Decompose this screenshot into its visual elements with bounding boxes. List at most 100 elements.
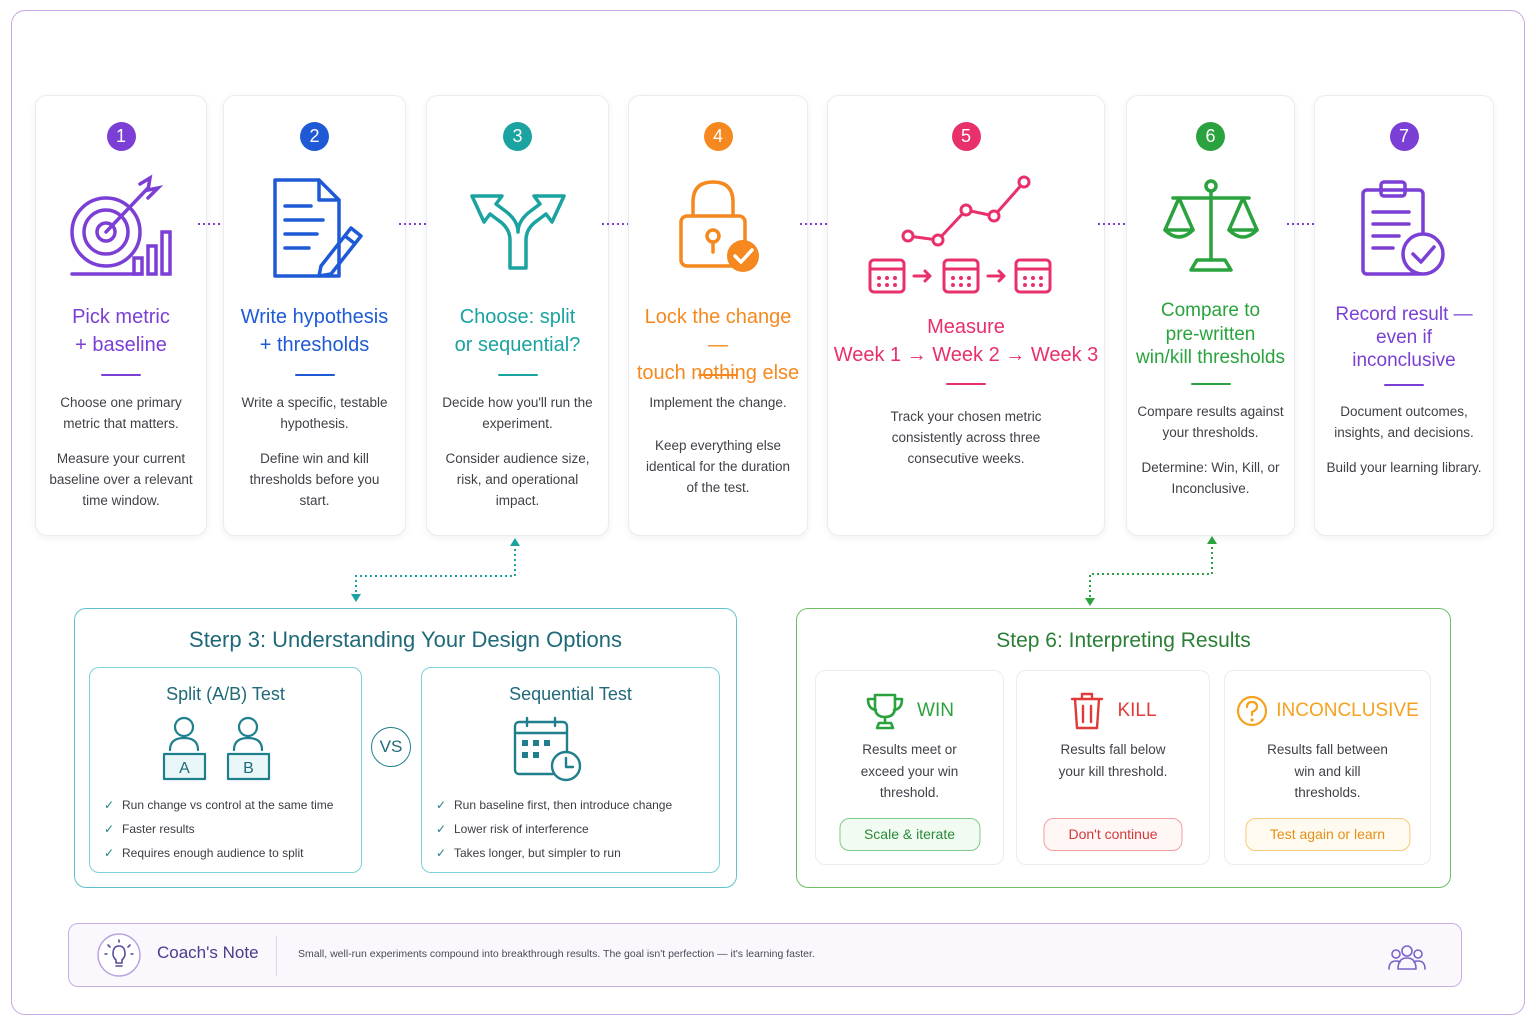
step-title-line: pre-written [1165, 323, 1256, 345]
divider [946, 383, 986, 385]
step-badge: 2 [300, 122, 329, 151]
split-test-box: Split (A/B) Test A B ✓Run change vs cont… [89, 667, 362, 873]
step3-connector [351, 538, 520, 602]
step-description: Consider audience size, risk, and operat… [445, 451, 590, 508]
step-title-line: + thresholds [259, 334, 370, 356]
sequential-test-title: Sequential Test [509, 684, 632, 704]
result-description: Results fall below your kill threshold. [1058, 742, 1168, 779]
result-win-card: WIN Results meet or exceed your win thre… [815, 670, 1004, 865]
split-check-item: ✓Faster results [104, 817, 351, 841]
check-icon: ✓ [104, 846, 115, 860]
padlock-check-icon [679, 180, 759, 272]
step-card-6: 6 Compare to pre-written win/kill thresh… [1126, 95, 1295, 536]
divider [276, 936, 277, 976]
outer-frame [11, 10, 1525, 1015]
step-description: Implement the change. [649, 395, 787, 410]
clipboard-check-icon [1361, 180, 1445, 276]
step-card-7: 7 Record result — even if inconclusive D… [1314, 95, 1494, 536]
check-icon: ✓ [436, 822, 447, 836]
step-title-line: Compare to [1160, 300, 1261, 321]
result-label: INCONCLUSIVE [1276, 700, 1419, 721]
split-check-item: ✓Requires enough audience to split [104, 841, 351, 865]
sequential-check-item: ✓Lower risk of interference [436, 817, 709, 841]
step-description: Measure your current baseline over a rel… [49, 451, 193, 508]
step-card-3: 3 Choose: split or sequential? Decide ho… [426, 95, 609, 536]
step-description: Decide how you'll run the experiment. [442, 395, 593, 431]
step-title-line: + baseline [75, 334, 167, 356]
sequential-check-item: ✓Run baseline first, then introduce chan… [436, 793, 709, 817]
divider [497, 374, 538, 376]
step3-design-panel: Sterp 3: Understanding Your Design Optio… [74, 608, 737, 888]
split-check-item: ✓Run change vs control at the same time [104, 793, 351, 817]
check-icon: ✓ [104, 822, 115, 836]
step-card-5: 5 Measure Week 1 → Week [827, 95, 1105, 536]
variant-b-label: B [243, 760, 254, 777]
step-description: Write a specific, testable hypothesis. [241, 395, 388, 431]
step-description: Compare results against your thresholds. [1137, 404, 1284, 440]
step-title-line: win/kill thresholds [1136, 347, 1285, 368]
result-label: WIN [917, 700, 954, 721]
team-icon [1388, 945, 1426, 970]
coach-note: Coach's Note Small, well-run experiments… [68, 923, 1462, 987]
step-description: Build your learning library. [1326, 460, 1482, 475]
question-icon [1237, 695, 1268, 727]
step-description: Choose one primary metric that matters. [60, 395, 182, 431]
calendar-clock-icon [513, 716, 582, 782]
result-description: Results meet or exceed your win threshol… [860, 742, 959, 800]
check-icon: ✓ [436, 846, 447, 860]
step-title-line: Choose: split [459, 306, 576, 328]
divider [698, 374, 738, 376]
panel-title: Sterp 3: Understanding Your Design Optio… [189, 627, 622, 652]
coach-title: Coach's Note [157, 943, 259, 962]
result-description: Results fall between win and kill thresh… [1267, 742, 1388, 800]
step-badge: 5 [951, 122, 981, 151]
test-again-button[interactable]: Test again or learn [1244, 818, 1411, 851]
coach-text: Small, well-run experiments compound int… [298, 948, 815, 960]
step6-connector [1085, 536, 1217, 606]
scale-iterate-button[interactable]: Scale & iterate [838, 818, 981, 851]
step-title-line: Measure [927, 316, 1005, 338]
step-badge: 3 [503, 122, 532, 151]
lightbulb-icon [97, 933, 141, 977]
step-title-line: Pick metric [72, 306, 170, 328]
variant-a-label: A [179, 760, 190, 777]
sequential-check-item: ✓Takes longer, but simpler to run [436, 841, 709, 865]
trash-icon [1071, 692, 1104, 730]
step-title-line: touch nothing else [636, 362, 800, 384]
result-inconclusive-card: INCONCLUSIVE Results fall between win an… [1224, 670, 1431, 865]
balance-scale-icon [1162, 179, 1259, 272]
step-description: Keep everything else identical for the d… [645, 438, 791, 495]
step-title-line: Write hypothesis [240, 306, 389, 328]
divider [1190, 383, 1231, 385]
document-pencil-icon [272, 178, 363, 278]
result-kill-card: KILL Results fall below your kill thresh… [1016, 670, 1210, 865]
step-card-1: 1 Pick metric + baseline Choose one prim… [35, 95, 207, 536]
step-badge: 4 [703, 122, 733, 151]
check-icon: ✓ [104, 798, 115, 812]
step-card-2: 2 Write hypothesis + thresholds Write a … [223, 95, 406, 536]
step-description: Define win and kill thresholds before yo… [249, 451, 380, 508]
ab-users-icon: A B [162, 716, 271, 781]
divider [1384, 384, 1424, 386]
dont-continue-button[interactable]: Don't continue [1043, 818, 1183, 851]
step-title-line: Record result — [1335, 304, 1473, 325]
step-card-4: 4 Lock the change — touch nothing else I… [628, 95, 808, 536]
trend-calendar-icon [868, 175, 1052, 294]
step-title-line: Lock the change — [644, 306, 792, 356]
result-label: KILL [1117, 700, 1157, 721]
step-badge: 6 [1196, 122, 1225, 151]
split-arrow-icon [469, 194, 566, 270]
step-badge: 1 [106, 122, 136, 151]
target-chart-icon [70, 174, 172, 276]
step-badge: 7 [1389, 122, 1419, 151]
vs-badge: VS [371, 727, 411, 767]
divider [101, 374, 141, 376]
divider [294, 374, 335, 376]
step-title-line: even if [1376, 327, 1432, 348]
check-icon: ✓ [436, 798, 447, 812]
panel-title: Step 6: Interpreting Results [996, 629, 1251, 652]
step-title-line: or sequential? [454, 334, 581, 356]
step-title-line: inconclusive [1352, 350, 1456, 371]
step-description: Document outcomes, insights, and decisio… [1334, 404, 1474, 440]
step-description: Determine: Win, Kill, or Inconclusive. [1141, 460, 1280, 496]
